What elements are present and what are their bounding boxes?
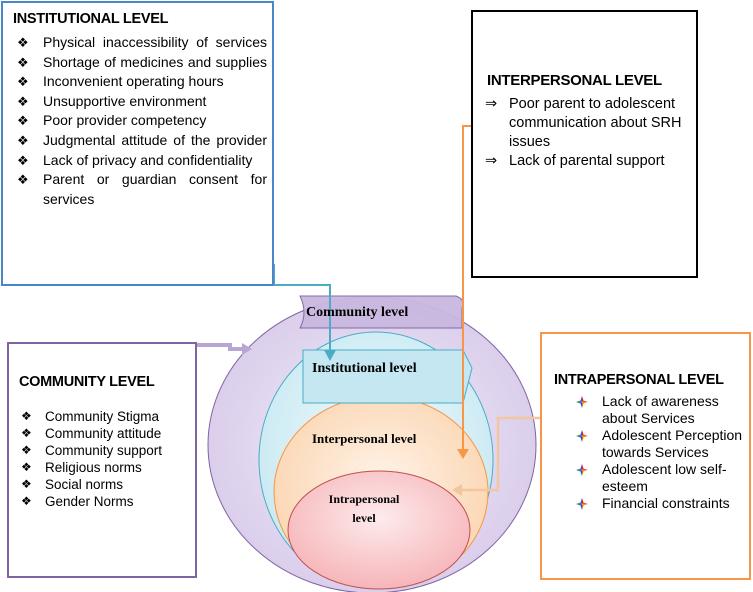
institutional-connector: [273, 264, 331, 355]
intrapersonal-level-label: Intrapersonal level: [324, 490, 404, 528]
list-item: ❖ Community Stigma: [21, 408, 196, 425]
institutional-level-label: Institutional level: [312, 361, 417, 376]
list-item: ❖ Gender Norms: [21, 493, 196, 510]
institutional-level-box: INSTITUTIONAL LEVEL ❖ Physical inaccessib…: [1, 1, 274, 286]
item-text: Unsupportive environment: [43, 92, 207, 109]
list-item: ⇒ Poor parent to adolescent communication…: [485, 95, 690, 152]
diamond-bullet-icon: ❖: [21, 409, 32, 423]
list-item: ❖ Poor provider competency: [17, 111, 267, 131]
list-item: ❖ Unsupportive environment: [17, 92, 267, 112]
item-text: Poor parent to adolescent communication …: [509, 96, 682, 150]
list-item: ❖ Community attitude: [21, 425, 196, 442]
item-text: Lack of parental support: [509, 153, 665, 169]
four-colour-star-bullet-icon: [576, 429, 588, 446]
community-level-box: COMMUNITY LEVEL ❖ Community Stigma ❖ Commu…: [7, 342, 197, 578]
item-text: Religious norms: [45, 460, 142, 475]
diamond-bullet-icon: ❖: [17, 132, 29, 148]
community-connector: [197, 343, 244, 351]
list-item: Adolescent Perception towards Services: [576, 427, 746, 461]
diamond-bullet-icon: ❖: [21, 494, 32, 508]
intrapersonal-level-box: INTRAPERSONAL LEVEL Lack of awareness ab…: [540, 332, 751, 580]
intrapersonal-list: Lack of awareness about Services Adolesc…: [576, 393, 746, 512]
list-item: Lack of awareness about Services: [576, 393, 746, 427]
intrapersonal-connector: [458, 416, 540, 492]
four-colour-star-bullet-icon: [576, 497, 588, 514]
interpersonal-connector: [462, 125, 471, 452]
community-heading: COMMUNITY LEVEL: [19, 374, 155, 390]
item-text: Judgmental attitude of the provider: [43, 131, 267, 148]
interpersonal-level-box: INTERPERSONAL LEVEL ⇒ Poor parent to adol…: [471, 10, 698, 278]
diamond-bullet-icon: ❖: [21, 460, 32, 474]
interpersonal-level-label: Interpersonal level: [312, 431, 417, 446]
list-item: ❖ Lack of privacy and confidentiality: [17, 151, 267, 171]
diamond-bullet-icon: ❖: [21, 477, 32, 491]
item-text: Lack of privacy and confidentiality: [43, 151, 253, 168]
item-text: Poor provider competency: [43, 112, 207, 129]
institutional-heading: INSTITUTIONAL LEVEL: [13, 11, 169, 27]
diamond-bullet-icon: ❖: [17, 54, 29, 70]
item-text: Adolescent Perception towards Services: [602, 427, 743, 460]
item-text: Parent or guardian consent for services: [43, 171, 267, 207]
community-level-label: Community level: [306, 305, 409, 320]
interpersonal-heading: INTERPERSONAL LEVEL: [487, 72, 662, 89]
item-text: Community Stigma: [45, 409, 160, 424]
item-text: Adolescent low self-esteem: [602, 461, 727, 494]
diamond-bullet-icon: ❖: [21, 426, 32, 440]
item-text: Community support: [45, 443, 163, 458]
intrapersonal-label-line2: level: [352, 511, 376, 525]
list-item: ❖ Parent or guardian consent for services: [17, 170, 267, 209]
community-list: ❖ Community Stigma ❖ Community attitude ❖ C…: [21, 408, 196, 510]
item-text: Physical inaccessibility of services: [43, 34, 267, 50]
list-item: ❖ Inconvenient operating hours: [17, 72, 267, 92]
diamond-bullet-icon: ❖: [17, 35, 29, 50]
intrapersonal-label-line1: Intrapersonal: [328, 492, 400, 506]
list-item: ❖ Judgmental attitude of the provider: [17, 131, 267, 151]
diamond-bullet-icon: ❖: [17, 74, 29, 90]
interpersonal-list: ⇒ Poor parent to adolescent communication…: [485, 95, 690, 171]
list-item: ⇒ Lack of parental support: [485, 152, 690, 171]
item-text: Lack of awareness about Services: [602, 393, 719, 426]
list-item: ❖ Community support: [21, 442, 196, 459]
item-text: Community attitude: [45, 426, 162, 441]
double-arrow-icon: ⇒: [485, 153, 498, 169]
institutional-level-tab: [302, 349, 473, 404]
item-text: Gender Norms: [45, 494, 134, 509]
intrapersonal-heading: INTRAPERSONAL LEVEL: [554, 372, 724, 388]
institutional-list: ❖ Physical inaccessibility of services ❖ S…: [17, 33, 267, 209]
item-text: Financial constraints: [602, 495, 730, 511]
four-colour-star-bullet-icon: [576, 395, 588, 412]
diamond-bullet-icon: ❖: [17, 93, 29, 109]
intrapersonal-circle: [287, 470, 471, 590]
list-item: ❖ Religious norms: [21, 459, 196, 476]
diamond-bullet-icon: ❖: [17, 172, 29, 188]
double-arrow-icon: ⇒: [485, 96, 498, 112]
item-text: Inconvenient operating hours: [43, 73, 224, 90]
list-item: ❖ Shortage of medicines and supplies: [17, 53, 267, 73]
diamond-bullet-icon: ❖: [17, 152, 29, 168]
list-item: ❖ Physical inaccessibility of services: [17, 33, 267, 53]
four-colour-star-bullet-icon: [576, 463, 588, 480]
diamond-bullet-icon: ❖: [17, 113, 29, 129]
list-item: ❖ Social norms: [21, 476, 196, 493]
diamond-bullet-icon: ❖: [21, 443, 32, 457]
list-item: Financial constraints: [576, 495, 746, 512]
item-text: Social norms: [45, 477, 124, 492]
list-item: Adolescent low self-esteem: [576, 461, 746, 495]
item-text: Shortage of medicines and supplies: [43, 53, 267, 70]
